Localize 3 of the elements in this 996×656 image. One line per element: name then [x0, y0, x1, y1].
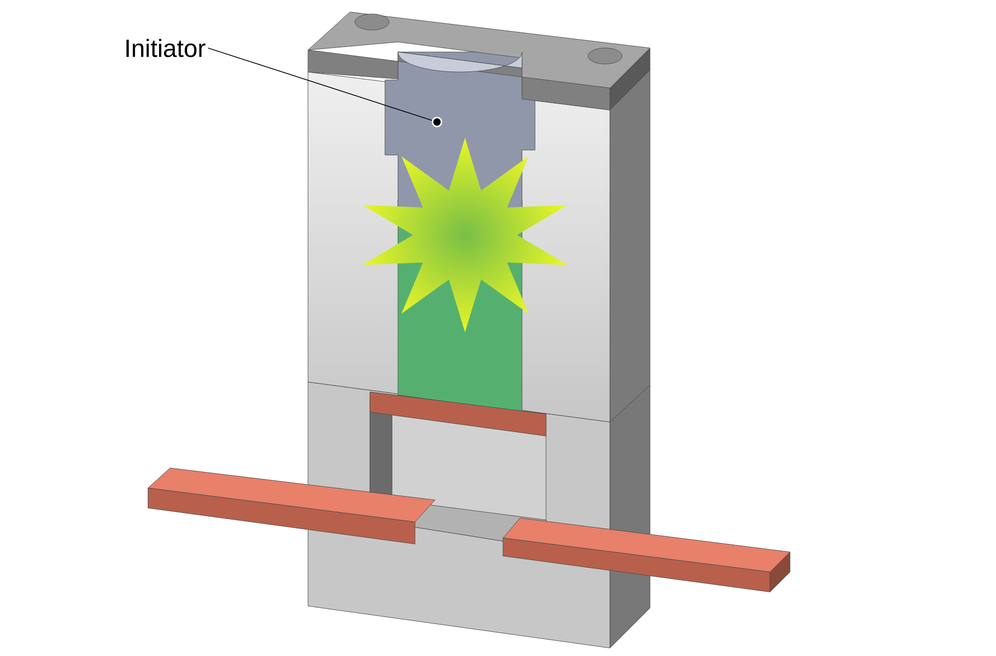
leader-dot: [432, 116, 442, 128]
callout-label: Initiator: [126, 38, 206, 58]
leader-line: [208, 48, 432, 121]
